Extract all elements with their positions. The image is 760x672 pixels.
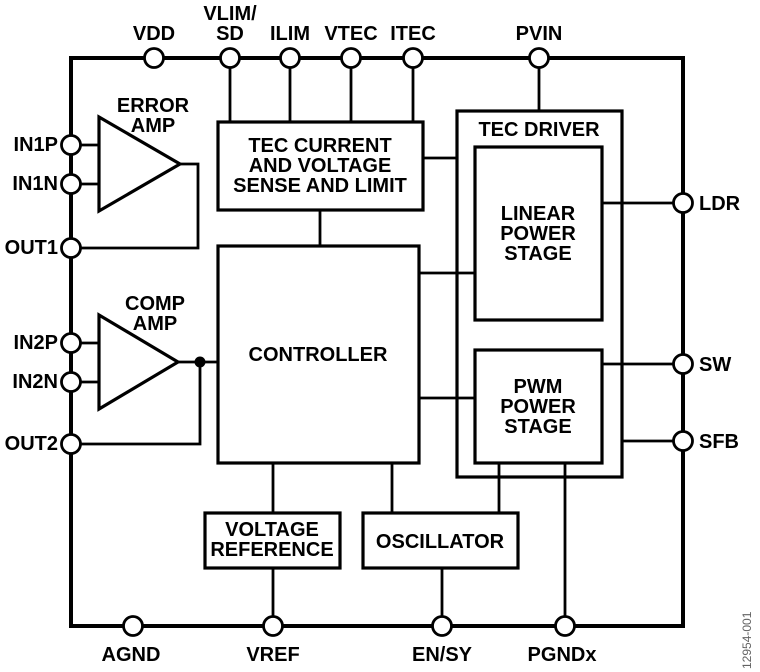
controller-label: CONTROLLER [249, 344, 388, 366]
wire-compamp-out2 [80, 362, 202, 446]
pwm-power-stage-box [473, 348, 604, 465]
error-amp-triangle [97, 114, 184, 214]
pin-vref [262, 615, 284, 637]
pin-vdd [143, 47, 165, 69]
comp-amp-triangle [97, 312, 182, 412]
pin-in1p [60, 134, 82, 156]
pwm-power-stage-label-1: PWM [514, 376, 563, 398]
linear-power-stage-label-2: POWER [500, 223, 576, 245]
pin-label-vlim: VLIM/ [203, 3, 257, 25]
oscillator-label: OSCILLATOR [376, 531, 505, 553]
pin-label-in2n: IN2N [12, 371, 58, 393]
tec-sense-label-3: SENSE AND LIMIT [233, 175, 407, 197]
pin-pvin [528, 47, 550, 69]
linear-power-stage-label-1: LINEAR [501, 203, 576, 225]
pin-out2 [60, 433, 82, 455]
oscillator-box [361, 511, 520, 570]
pin-label-out1: OUT1 [5, 237, 58, 259]
pin-ensy [431, 615, 453, 637]
pin-in1n [60, 173, 82, 195]
linear-power-stage-box [473, 145, 604, 322]
pin-label-sw: SW [699, 354, 731, 376]
pin-vlim-sd [219, 47, 241, 69]
pin-label-sfb: SFB [699, 431, 739, 453]
pin-label-vref: VREF [246, 644, 299, 666]
pin-label-pgndx: PGNDx [528, 644, 597, 666]
voltage-reference-label-2: REFERENCE [210, 539, 333, 561]
error-amp-label-2: AMP [131, 115, 175, 137]
voltage-reference-label-1: VOLTAGE [225, 519, 319, 541]
tec-sense-label-1: TEC CURRENT [248, 135, 391, 157]
comp-amp-label-1: COMP [125, 293, 185, 315]
pin-ldr [672, 192, 694, 214]
tec-driver-label: TEC DRIVER [478, 119, 600, 141]
pin-label-ldr: LDR [699, 193, 741, 215]
pin-pgndx [554, 615, 576, 637]
pwm-power-stage-label-2: POWER [500, 396, 576, 418]
pin-label-in1n: IN1N [12, 173, 58, 195]
voltage-reference-box [203, 511, 342, 570]
linear-power-stage-label-3: STAGE [504, 243, 571, 265]
controller-box [216, 244, 421, 465]
pin-label-vdd: VDD [133, 23, 175, 45]
pin-label-ensy: EN/SY [412, 644, 473, 666]
pin-in2n [60, 371, 82, 393]
pin-label-in2p: IN2P [14, 332, 58, 354]
tec-sense-box [216, 120, 425, 212]
pin-label-ilim: ILIM [270, 23, 310, 45]
pin-circles [60, 47, 694, 637]
pin-label-vtec: VTEC [324, 23, 377, 45]
wire-erroramp-out1 [80, 162, 200, 250]
pin-sfb [672, 430, 694, 452]
pin-label-agnd: AGND [102, 644, 161, 666]
pin-ilim [279, 47, 301, 69]
junction-dot [194, 356, 206, 368]
pin-label-out2: OUT2 [5, 433, 58, 455]
pin-label-pvin: PVIN [516, 23, 563, 45]
error-amp-label-1: ERROR [117, 95, 190, 117]
pin-vtec [340, 47, 362, 69]
comp-amp-label-2: AMP [133, 313, 177, 335]
pin-label-itec: ITEC [390, 23, 436, 45]
pin-label-sd: SD [216, 23, 244, 45]
pin-itec [402, 47, 424, 69]
pin-sw [672, 353, 694, 375]
figure-number-watermark: 12954-001 [740, 611, 754, 669]
pin-label-in1p: IN1P [14, 134, 58, 156]
pin-in2p [60, 332, 82, 354]
pin-out1 [60, 237, 82, 259]
pin-agnd [122, 615, 144, 637]
wires [80, 58, 678, 626]
pwm-power-stage-label-3: STAGE [504, 416, 571, 438]
tec-sense-label-2: AND VOLTAGE [249, 155, 392, 177]
